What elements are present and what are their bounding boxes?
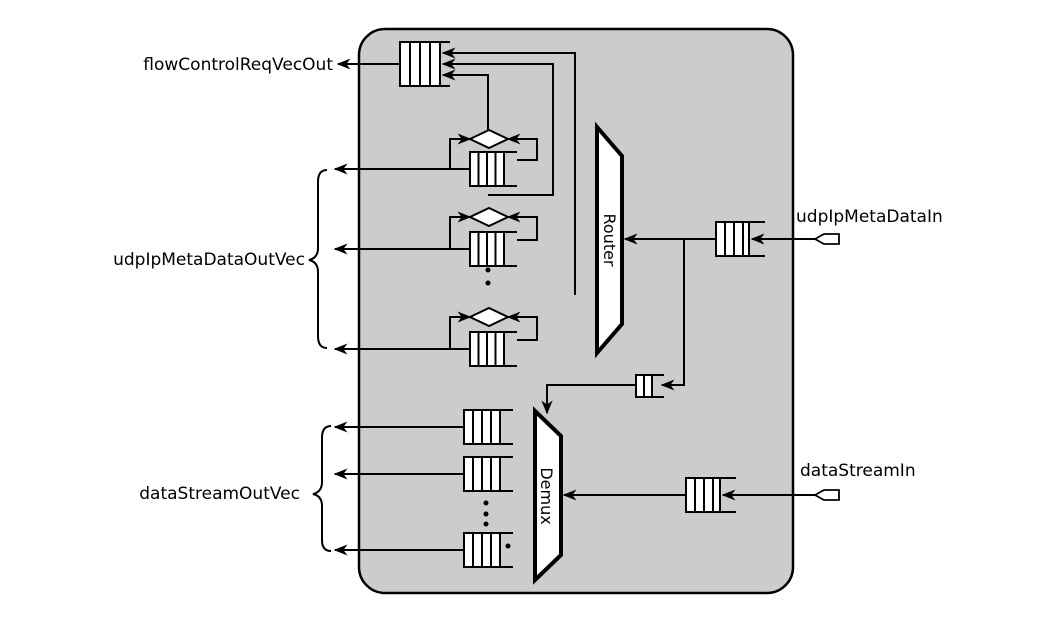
flow-control-fifo	[399, 41, 450, 87]
data-out-channel	[333, 532, 513, 568]
demux-label: Demux	[537, 467, 556, 524]
ellipsis-dot	[505, 543, 511, 549]
data-in-port-icon[interactable]	[813, 489, 840, 501]
ellipsis-dot	[483, 511, 489, 517]
data-in-fifo	[685, 477, 736, 513]
data-vec-brace	[312, 425, 332, 552]
meta-out-channel	[333, 206, 538, 267]
feedback-wire	[506, 211, 538, 241]
data-out-channel	[333, 456, 513, 492]
meta-out-channel	[333, 306, 538, 367]
ctrl-to-demux-wire	[541, 384, 636, 415]
data-out-fifo	[463, 409, 513, 445]
flow-control-out-label: flowControlReqVecOut	[143, 55, 333, 75]
data-vec-out-label: dataStreamOutVec	[139, 484, 300, 504]
feedback-wire	[449, 133, 472, 169]
meta-vec-brace	[308, 169, 328, 349]
meta-in-label: udpIpMetaDataIn	[796, 207, 943, 227]
arbiter-diamond	[467, 206, 511, 228]
fc-wire-1	[441, 69, 489, 131]
meta-in-port-icon[interactable]	[813, 233, 840, 245]
meta-vec-out-label: udpIpMetaDataOutVec	[113, 250, 305, 270]
feedback-wire	[506, 133, 538, 161]
ellipsis-dot	[483, 500, 489, 506]
feedback-wire	[449, 311, 472, 349]
arbiter-diamond	[467, 306, 511, 328]
demux-ctrl-fifo	[635, 374, 664, 398]
fc-wire-2	[441, 58, 554, 196]
arbiter-diamond	[467, 128, 511, 150]
ellipsis-dot	[483, 521, 489, 527]
feedback-wire	[506, 311, 538, 341]
data-in-label: dataStreamIn	[800, 461, 916, 481]
meta-branch-wire	[660, 239, 685, 391]
meta-out-fifo	[469, 151, 517, 187]
ellipsis-dot	[485, 267, 491, 273]
data-out-channel	[333, 409, 513, 445]
router-label: Router	[600, 213, 619, 266]
router-block	[595, 121, 624, 359]
fc-wire-3	[441, 47, 576, 295]
demux-block	[533, 406, 563, 585]
meta-out-channel	[333, 128, 538, 187]
feedback-wire	[449, 211, 472, 249]
ellipsis-dot	[485, 280, 491, 286]
